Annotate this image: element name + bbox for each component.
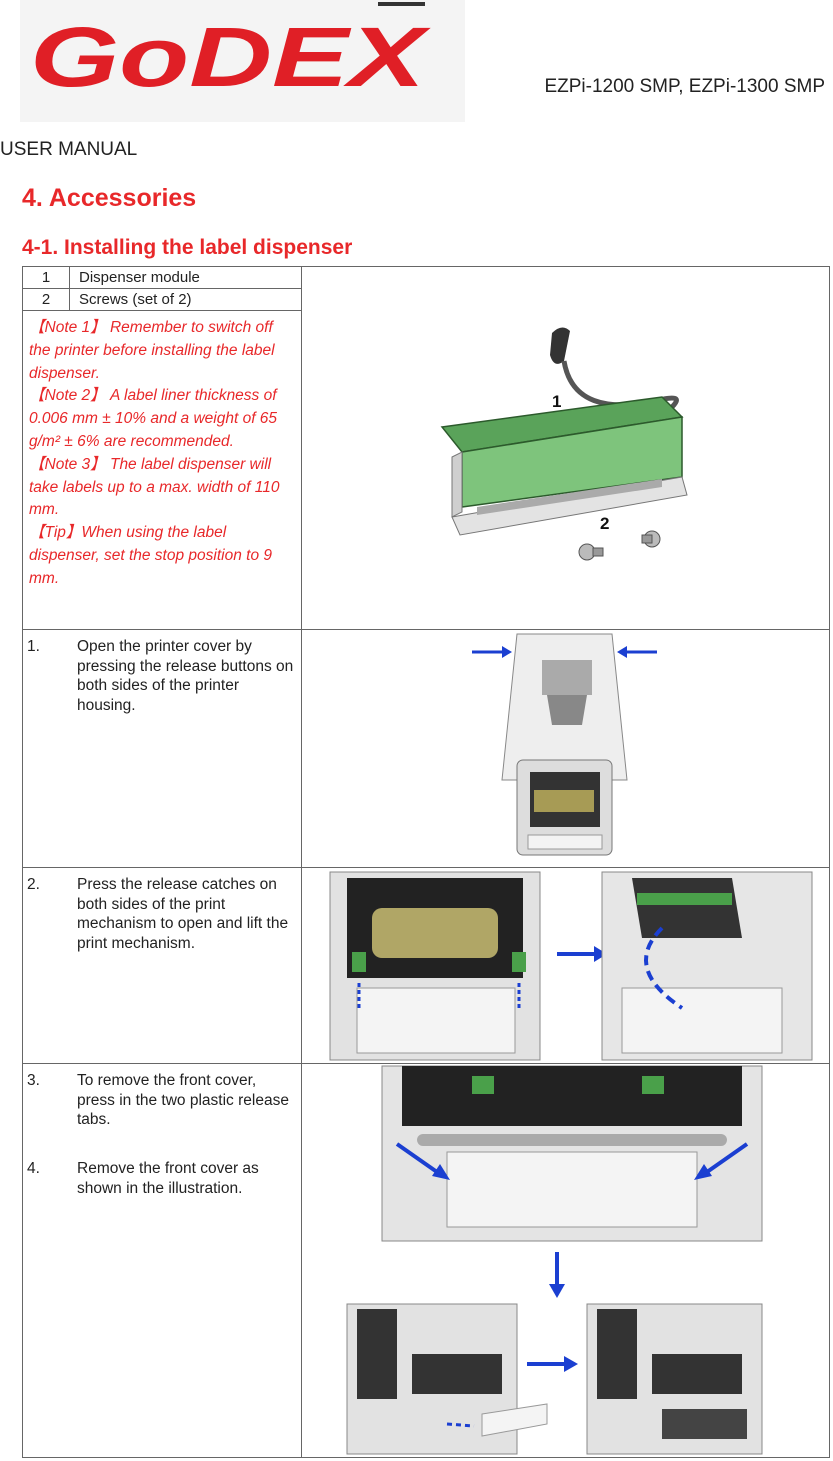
dispenser-module-illustration: 1 2 xyxy=(440,327,688,561)
arrow-icon xyxy=(502,646,512,658)
step-number: 4. xyxy=(27,1160,40,1177)
step-number: 2. xyxy=(27,876,40,893)
step-text: Press the release catches on both sides … xyxy=(77,876,289,952)
section-title: 4. Accessories xyxy=(22,184,197,212)
note-2: 【Note 2】 A label liner thickness of 0.00… xyxy=(29,387,278,450)
row-divider xyxy=(23,1063,829,1064)
godex-logo: GoDEX xyxy=(20,0,465,122)
part-number: 2 xyxy=(23,289,70,310)
part-number: 1 xyxy=(23,267,70,288)
column-divider xyxy=(301,267,302,1457)
note-3: 【Note 3】 The label dispenser will take l… xyxy=(29,455,280,519)
svg-text:GoDEX: GoDEX xyxy=(30,10,432,104)
parts-row: 2 Screws (set of 2) xyxy=(23,289,301,311)
svg-text:2: 2 xyxy=(600,514,609,533)
tip: 【Tip】When using the label dispenser, set… xyxy=(29,524,272,587)
model-name: EZPi-1200 SMP, EZPi-1300 SMP xyxy=(544,76,825,97)
print-mechanism-illustration xyxy=(329,871,813,1061)
screw-icon xyxy=(641,530,661,548)
step-text: To remove the front cover, press in the … xyxy=(77,1072,289,1128)
parts-row: 1 Dispenser module xyxy=(23,267,301,289)
step-text: Open the printer cover by pressing the r… xyxy=(77,638,294,714)
part-label: Dispenser module xyxy=(79,269,200,286)
arrow-icon xyxy=(617,646,627,658)
screw-icon xyxy=(578,543,604,561)
row-divider xyxy=(23,629,829,630)
parts-list: 1 Dispenser module 2 Screws (set of 2) xyxy=(23,267,301,311)
svg-text:1: 1 xyxy=(552,392,561,411)
row-divider xyxy=(23,867,829,868)
note-1: 【Note 1】 Remember to switch off the prin… xyxy=(29,319,275,382)
step-number: 3. xyxy=(27,1072,40,1089)
step-text: Remove the front cover as shown in the i… xyxy=(77,1160,259,1197)
front-cover-illustration xyxy=(346,1065,763,1455)
open-cover-illustration xyxy=(472,633,657,856)
instructions-table: 1 Dispenser module 2 Screws (set of 2) 【… xyxy=(22,266,830,1458)
notes-block: 【Note 1】 Remember to switch off the prin… xyxy=(29,317,297,591)
manual-title: USER MANUAL xyxy=(0,139,138,160)
part-label: Screws (set of 2) xyxy=(79,291,192,308)
section-subtitle: 4-1. Installing the label dispenser xyxy=(22,236,353,259)
step-number: 1. xyxy=(27,638,40,655)
